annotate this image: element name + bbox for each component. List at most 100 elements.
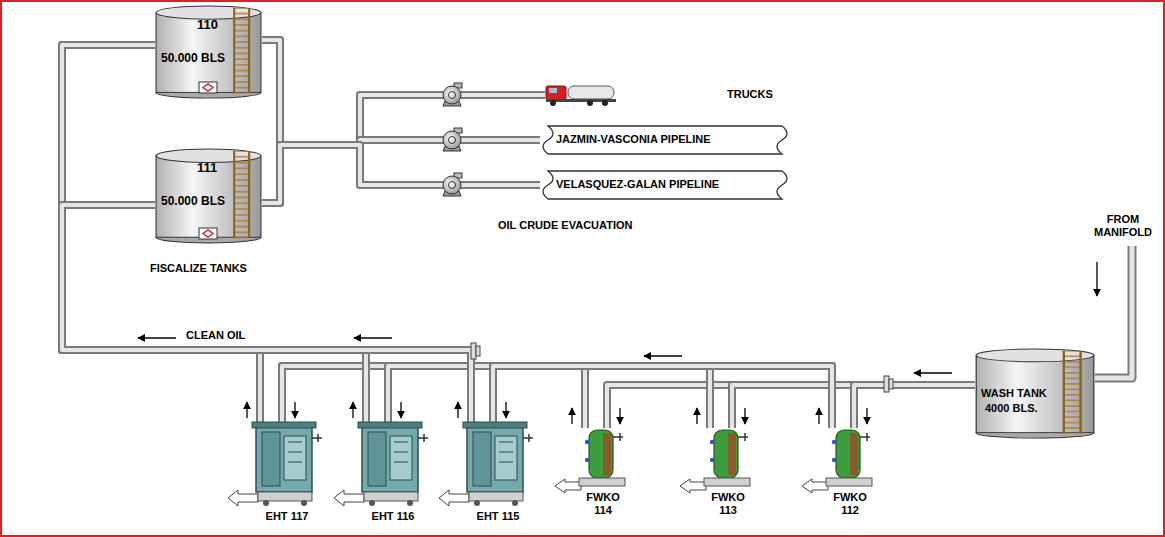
pipe-inner xyxy=(262,95,545,203)
pipe-connector xyxy=(493,366,832,428)
pipe-inner xyxy=(493,366,832,428)
pipe-outer xyxy=(493,366,585,428)
destination-label: TRUCKS xyxy=(727,88,773,101)
pipe-outer xyxy=(607,385,975,428)
pipeline-outline xyxy=(543,126,787,154)
pump-symbol xyxy=(443,83,462,106)
pipe-connector xyxy=(62,45,471,422)
tank-body xyxy=(976,349,1094,438)
flow-arrow xyxy=(138,262,1097,373)
pipe-connector xyxy=(388,366,585,428)
pipe-inner xyxy=(388,366,710,428)
tank-body xyxy=(156,149,261,243)
pipe-inner xyxy=(62,205,471,422)
pipe-connector xyxy=(282,366,585,428)
pipe-inner xyxy=(388,366,585,428)
pipe-connector xyxy=(62,45,260,422)
equipment-label: EHT 115 xyxy=(463,510,533,523)
pipe-connector xyxy=(607,385,975,428)
pipe-outer xyxy=(62,205,260,422)
pipe-outer xyxy=(62,205,366,422)
pipe-inner xyxy=(62,45,260,422)
pipeline-outline xyxy=(543,171,787,199)
pipe-outer xyxy=(62,45,471,422)
pipe-outer xyxy=(262,95,545,203)
pipe-connector xyxy=(62,205,260,422)
flow-arrow xyxy=(744,408,745,424)
tank-body xyxy=(156,6,261,98)
pump-symbol xyxy=(443,128,462,151)
pipe-outer xyxy=(62,45,260,422)
group-label: FISCALIZE TANKS xyxy=(150,262,247,275)
equipment-label: FWKO 112 xyxy=(830,491,870,516)
pipe-outer xyxy=(388,366,585,428)
wash-tank: WASH TANK4000 BLS. xyxy=(975,350,1095,440)
free-water-knockout: FWKO 112 xyxy=(822,428,878,520)
pipe-outer xyxy=(732,385,975,428)
pipe-connector xyxy=(62,45,366,422)
flow-arrow xyxy=(619,408,620,424)
pipe-inner xyxy=(262,145,540,203)
equipment-label: EHT 117 xyxy=(252,510,322,523)
pipe-outer xyxy=(388,366,832,428)
free-water-knockout: FWKO 114 xyxy=(575,428,631,520)
pipe-connector xyxy=(262,140,540,203)
pipe-connector xyxy=(388,366,832,428)
flow-arrow xyxy=(294,402,295,418)
pipeline-name: JAZMIN-VASCONIA PIPELINE xyxy=(556,133,711,146)
flow-arrow xyxy=(571,408,572,424)
flow-arrow xyxy=(400,402,401,418)
treater-symbol xyxy=(334,422,428,506)
pipe-outer xyxy=(262,40,540,185)
pipe-inner xyxy=(62,45,366,422)
pipe-inner xyxy=(262,140,540,203)
pipe-outer xyxy=(62,205,471,422)
equipment-label: EHT 116 xyxy=(358,510,428,523)
pipe-inner xyxy=(262,40,540,185)
flow-arrow xyxy=(818,408,819,424)
pipe-outer xyxy=(854,385,975,428)
pipe-connector xyxy=(854,385,975,428)
heater-treater: EHT 115 xyxy=(463,422,533,526)
flow-arrow xyxy=(247,402,867,424)
pipe-connector xyxy=(62,205,471,422)
treater-symbol xyxy=(228,422,322,506)
section-label: OIL CRUDE EVACUATION xyxy=(498,219,632,232)
tank-number: 111 xyxy=(197,161,217,176)
flow-arrow xyxy=(457,402,458,418)
pipe-inner xyxy=(282,366,585,428)
source-label: FROM MANIFOLD xyxy=(1090,213,1156,238)
storage-tank: 11150.000 BLS xyxy=(155,148,262,245)
separator-symbol xyxy=(680,430,750,493)
pipe-outer xyxy=(493,366,710,428)
equipment-label: FWKO 114 xyxy=(583,491,623,516)
pipe-connector xyxy=(262,40,540,185)
pipeline-name: VELASQUEZ-GALAN PIPELINE xyxy=(556,178,719,191)
flow-arrow xyxy=(352,402,353,418)
pipe-outer xyxy=(388,366,710,428)
pipe-connector xyxy=(732,385,975,428)
pipe-inner xyxy=(62,45,471,422)
separator-symbol xyxy=(555,430,625,493)
flow-arrow xyxy=(866,408,867,424)
pipe-connector xyxy=(262,145,540,203)
pipeline-banner: VELASQUEZ-GALAN PIPELINE xyxy=(540,171,790,199)
manifold-pipe xyxy=(1095,246,1132,378)
pump-symbol xyxy=(443,173,462,196)
pipe-outer xyxy=(62,45,366,422)
tank-number: 110 xyxy=(197,18,218,33)
pipe-inner xyxy=(607,385,975,428)
pipe-inner xyxy=(388,366,832,428)
pipe-inner xyxy=(62,205,366,422)
treater-symbol xyxy=(439,422,533,506)
flow-arrow xyxy=(505,402,506,418)
pipe-connector xyxy=(493,366,710,428)
pipeline-banner: JAZMIN-VASCONIA PIPELINE xyxy=(540,126,790,154)
blind-flange xyxy=(471,343,893,392)
pipe-inner xyxy=(854,385,975,428)
pipe-connector xyxy=(493,366,585,428)
pipe-outer xyxy=(282,366,585,428)
